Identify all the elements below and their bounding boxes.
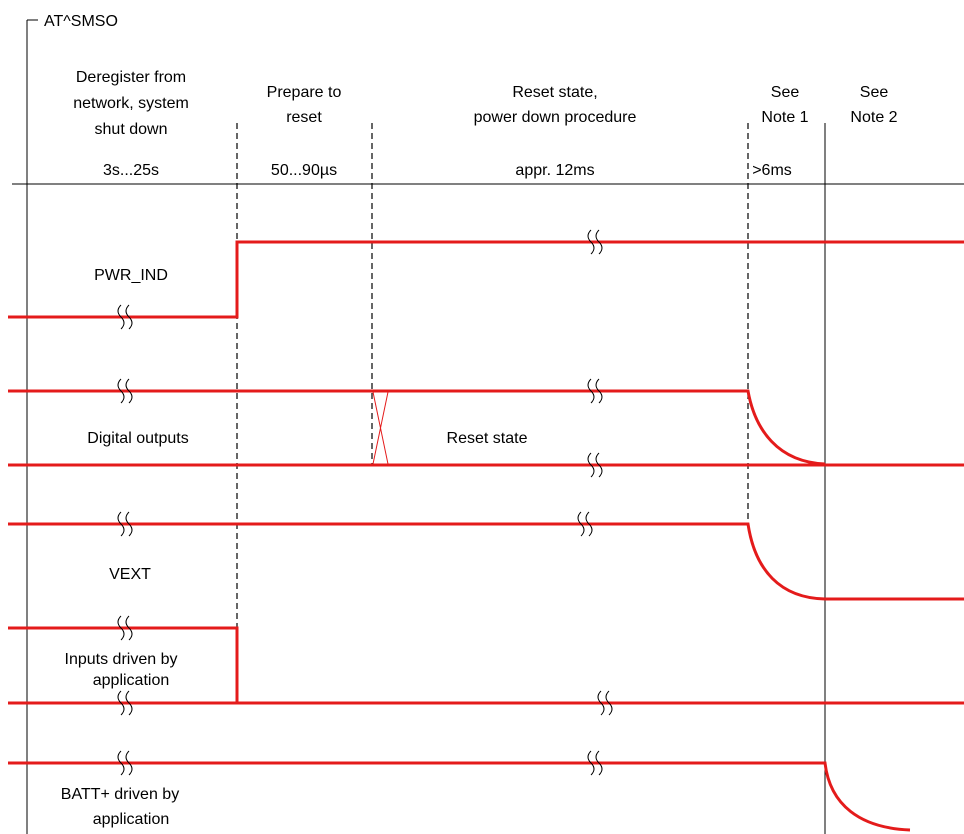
phase-1-header: Deregister from network, system shut dow… <box>73 69 189 179</box>
time-break-icon <box>117 690 133 716</box>
batt-signal: BATT+ driven by application <box>8 761 911 832</box>
digital-outputs-signal: Digital outputs Reset state <box>8 389 964 467</box>
time-break-icon <box>587 452 603 478</box>
phase-1-line-2: network, system <box>73 95 189 112</box>
phase-4-line-2: Note 1 <box>761 109 808 126</box>
phase-2-line-1: Prepare to <box>267 84 342 101</box>
time-break-icon <box>117 615 133 641</box>
pwr-ind-waveform <box>8 240 964 319</box>
vext-signal: VEXT <box>8 522 964 601</box>
inputs-label-line-1: Inputs driven by <box>65 651 178 668</box>
phase-2-duration: 50...90µs <box>271 162 337 179</box>
inputs-waveform <box>8 626 239 702</box>
phase-4-header: See Note 1 >6ms <box>752 84 808 179</box>
phase-4-duration: >6ms <box>752 162 792 179</box>
vext-waveform <box>8 522 964 601</box>
phase-2-header: Prepare to reset 50...90µs <box>267 84 342 179</box>
time-break-icon <box>117 750 133 776</box>
phase-5-line-2: Note 2 <box>850 109 897 126</box>
phase-1-line-3: shut down <box>95 121 168 138</box>
reset-transition-cross <box>372 391 389 465</box>
reset-state-label: Reset state <box>447 430 528 447</box>
phase-2-line-2: reset <box>286 109 322 126</box>
phase-4-line-1: See <box>771 84 800 101</box>
inputs-signal: Inputs driven by application <box>8 626 964 705</box>
phase-3-duration: appr. 12ms <box>515 162 594 179</box>
time-break-icon <box>587 750 603 776</box>
time-break-icon <box>577 511 593 537</box>
phase-3-line-2: power down procedure <box>474 109 637 126</box>
phase-3-header: Reset state, power down procedure appr. … <box>474 84 637 179</box>
command-label: AT^SMSO <box>44 13 118 30</box>
batt-waveform <box>8 761 911 832</box>
time-break-icon <box>117 511 133 537</box>
batt-label-line-1: BATT+ driven by <box>61 786 179 803</box>
pwr-ind-signal: PWR_IND <box>8 240 964 319</box>
phase-5-line-1: See <box>860 84 889 101</box>
vext-label: VEXT <box>109 566 151 583</box>
phase-3-line-1: Reset state, <box>512 84 597 101</box>
time-break-icon <box>117 304 133 330</box>
digital-outputs-high-line <box>8 389 826 466</box>
phase-5-header: See Note 2 <box>850 84 897 126</box>
inputs-label-line-2: application <box>93 672 170 689</box>
time-break-icon <box>587 378 603 404</box>
digital-outputs-label: Digital outputs <box>87 430 188 447</box>
phase-1-duration: 3s...25s <box>103 162 159 179</box>
pwr-ind-label: PWR_IND <box>94 267 168 284</box>
time-break-marks <box>117 229 613 776</box>
time-break-icon <box>117 378 133 404</box>
time-break-icon <box>587 229 603 255</box>
time-break-icon <box>597 690 613 716</box>
batt-label-line-2: application <box>93 811 170 828</box>
phase-1-line-1: Deregister from <box>76 69 186 86</box>
